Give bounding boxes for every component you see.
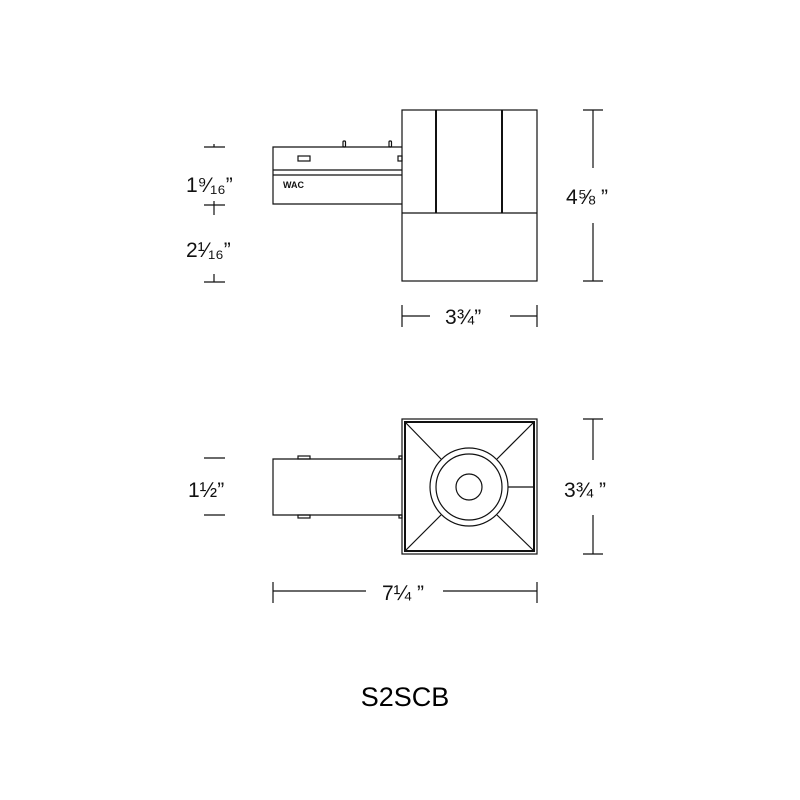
lens-ring-inner (435, 453, 503, 521)
dim-width: 3¾” (445, 306, 481, 329)
dim-arm-height: 1½” (188, 479, 224, 502)
dim-total-width: 7¼ ” (382, 582, 424, 605)
track-adapter-arm-top (272, 455, 403, 519)
lens (455, 473, 483, 501)
wac-logo: WAC (283, 180, 304, 190)
top-view: 1½” 3¾ ” 7¼ ” (188, 418, 606, 605)
fixture-head-body (401, 109, 538, 282)
fixture-head-top (401, 418, 538, 555)
dim-lower-left: 2¹⁄₁₆” (186, 239, 231, 262)
side-view: WAC 1⁹⁄₁₆” 2¹⁄₁₆” 4⅝ ” 3¾” (186, 109, 608, 329)
dim-height: 4⅝ ” (566, 186, 608, 209)
dim-top-height: 3¾ ” (564, 479, 606, 502)
dim-upper-left: 1⁹⁄₁₆” (186, 174, 233, 197)
lens-ring-outer (429, 447, 509, 527)
track-adapter-arm: WAC (272, 140, 403, 205)
model-name: S2SCB (361, 682, 450, 712)
